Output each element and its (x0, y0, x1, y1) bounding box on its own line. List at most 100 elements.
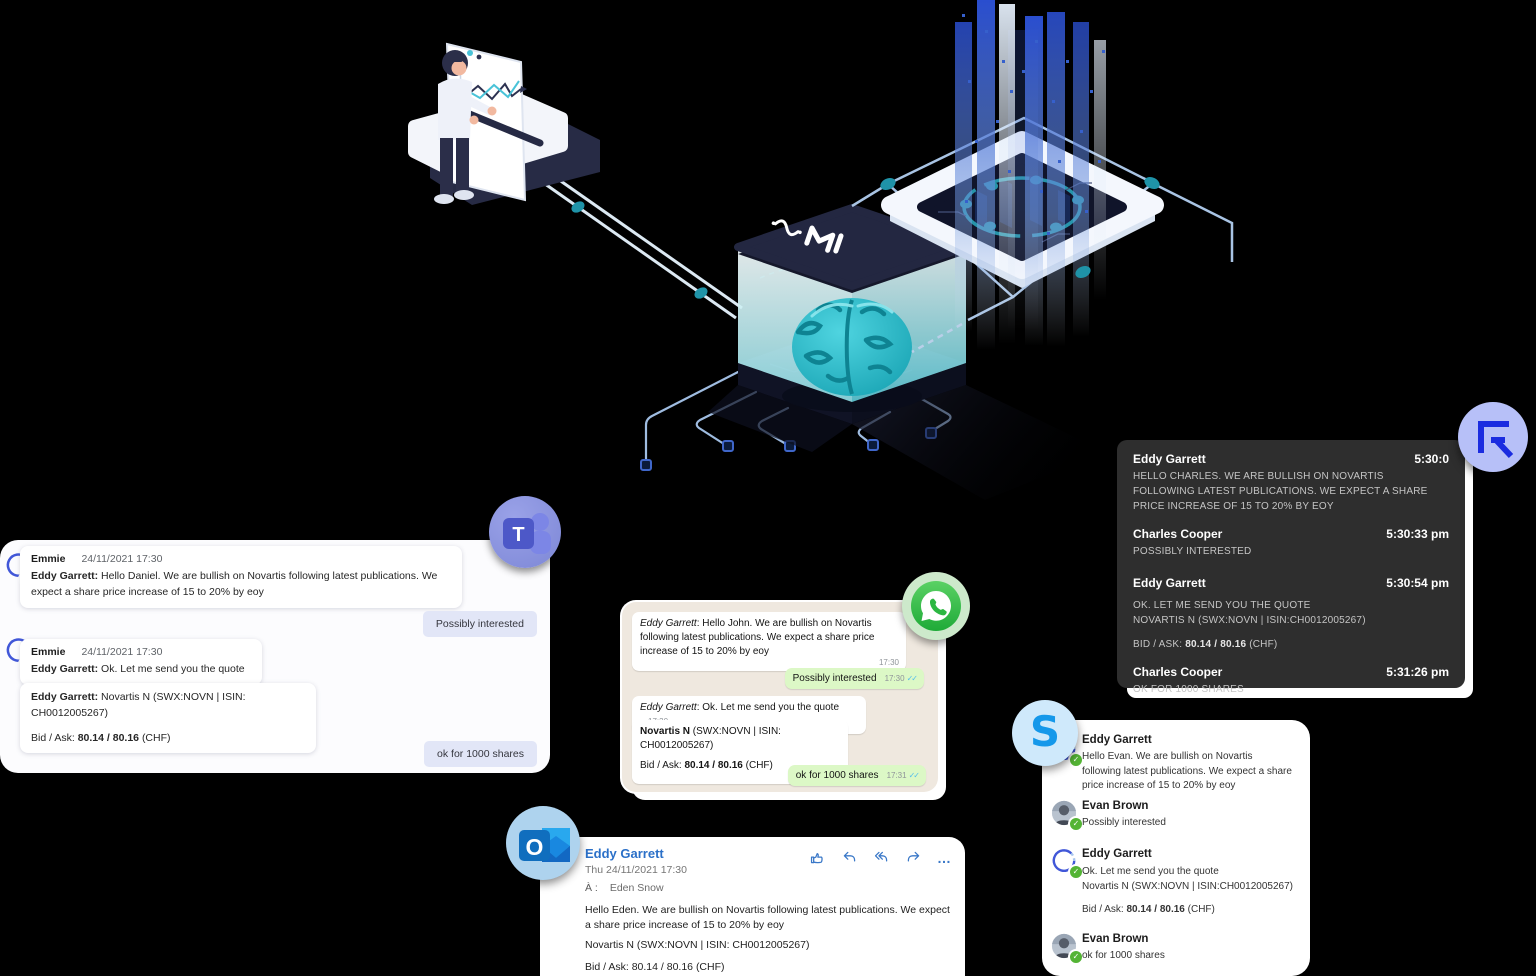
teams-app-icon: T (489, 496, 561, 568)
more-options-icon[interactable]: … (937, 849, 951, 866)
message-text: POSSIBLY INTERESTED (1133, 546, 1252, 557)
teal-node (694, 287, 708, 299)
ai-brain-box (708, 204, 1106, 500)
message-text: Eddy Garrett: Ok. Let me send you the qu… (31, 663, 245, 675)
recipient-line: À :Eden Snow (585, 882, 664, 894)
author-name: Eddy Garrett: (31, 691, 99, 703)
available-status-icon: ✓ (1068, 949, 1084, 965)
author-name: Eddy Garrett: (31, 663, 99, 675)
forward-icon[interactable] (905, 849, 922, 866)
whatsapp-message: Eddy Garrett: Hello John. We are bullish… (632, 612, 906, 671)
message-header: Eddy Garrett 5:30:0 (1133, 452, 1449, 466)
bid-ask-line: Bid / Ask: 80.14 / 80.16 (CHF) (585, 961, 725, 973)
available-status-icon: ✓ (1068, 752, 1084, 768)
bid-ask-value: 80.14 / 80.16 (684, 760, 743, 771)
timestamp: 5:30:0 (1414, 452, 1449, 466)
message-text: HELLO CHARLES. WE ARE BULLISH ON NOVARTI… (1133, 471, 1428, 512)
timestamp: 5:30:54 pm (1386, 576, 1449, 590)
sender-name: Eddy Garrett (1082, 848, 1152, 860)
instrument: Novartis N (SWX:NOVN | ISIN: CH001200526… (585, 939, 810, 951)
sender-name: Evan Brown (1082, 933, 1149, 945)
sender-name: Evan Brown (1082, 800, 1149, 812)
sender-name: Eddy Garrett (1133, 452, 1206, 466)
author-name: Eddy Garrett: (31, 570, 99, 582)
message-text: OK. LET ME SEND YOU THE QUOTE NOVARTIS N… (1133, 598, 1449, 652)
hero-illustration (408, 0, 1234, 500)
read-receipt-icon: ✓✓ (906, 674, 918, 683)
email-body: Hello Eden. We are bullish on Novartis f… (585, 904, 950, 932)
outlook-logo: O (519, 828, 570, 862)
bar-dots (962, 14, 1105, 235)
circuit-platform (851, 0, 1234, 354)
reply-icon[interactable] (841, 849, 858, 866)
message-text: OK FOR 1000 SHARES (1133, 684, 1244, 695)
bid-ask-line: Bid / Ask: 80.14 / 80.16 (CHF) (31, 731, 171, 744)
message-header: Emmie 24/11/2021 17:30 (31, 553, 451, 565)
trading-chat-panel: Eddy Garrett 5:30:0 HELLO CHARLES. WE ARE… (1117, 440, 1465, 695)
reply-bubble: ok for 1000 shares (424, 741, 537, 767)
bid-ask-value: 80.14 / 80.16 (631, 961, 694, 973)
trading-app-icon (1458, 402, 1528, 472)
whatsapp-chat-panel: Eddy Garrett: Hello John. We are bullish… (622, 602, 938, 792)
outlook-app-icon: O (506, 806, 580, 880)
sender-name: Eddy Garrett (1082, 734, 1152, 746)
sender-name: Charles Cooper (1133, 665, 1223, 679)
timestamp: 24/11/2021 17:30 (81, 553, 163, 565)
r-arrow-logo (1478, 421, 1514, 459)
available-status-icon: ✓ (1068, 816, 1084, 832)
timestamp: 17:30 (884, 674, 905, 683)
message-text: Hello Evan. We are bullish on Novartis f… (1082, 751, 1292, 791)
whatsapp-app-icon (902, 572, 970, 640)
read-receipt-icon: ✓✓ (908, 771, 920, 780)
analyst-illustration (408, 42, 600, 205)
whatsapp-logo (911, 581, 961, 631)
data-bars (955, 0, 1106, 350)
instrument: Novartis N (SWX:NOVN | ISIN: CH001200526… (31, 691, 246, 719)
instrument: Novartis N (640, 726, 691, 737)
bid-ask-value: 80.14 / 80.16 (1185, 639, 1247, 650)
m-logo (771, 219, 844, 254)
skype-logo: S (1029, 706, 1061, 756)
sender-name: Charles Cooper (1133, 527, 1223, 541)
quote-card: Eddy Garrett: Novartis N (SWX:NOVN | ISI… (20, 683, 316, 754)
bid-ask-line: Bid / Ask: 80.14 / 80.16 (CHF) (1082, 904, 1215, 915)
whiteboard-chart (465, 50, 527, 101)
teal-node (571, 201, 585, 213)
message-header: Charles Cooper 5:31:26 pm (1133, 665, 1449, 679)
like-icon[interactable] (809, 849, 826, 866)
teams-message: Emmie 24/11/2021 17:30 Eddy Garrett: Hell… (20, 546, 462, 608)
author-name: Eddy Garrett (640, 702, 697, 713)
instrument: NOVARTIS N (SWX:NOVN | ISIN:CH0012005267… (1133, 615, 1366, 626)
timestamp: 5:30:33 pm (1386, 527, 1449, 541)
timestamp: 5:31:26 pm (1386, 665, 1449, 679)
reply-all-icon[interactable] (873, 849, 890, 866)
message-header: Charles Cooper 5:30:33 pm (1133, 527, 1449, 541)
recipient-name: Eden Snow (609, 882, 664, 894)
email-toolbar: … (809, 849, 951, 866)
message-text: Eddy Garrett: Hello Daniel. We are bulli… (31, 570, 438, 598)
teal-node (1075, 265, 1091, 279)
author-name: Eddy Garrett (640, 618, 697, 629)
message-text: ok for 1000 shares (1082, 950, 1165, 961)
teams-logo: T (503, 513, 551, 554)
sender-name: Emmie (31, 646, 66, 658)
sender-name: Eddy Garrett (1133, 576, 1206, 590)
sender-name: Eddy Garrett (585, 846, 664, 861)
timestamp: 17:30 (878, 657, 899, 667)
svg-text:T: T (512, 524, 524, 546)
bid-ask-line: BID / ASK: 80.14 / 80.16 (CHF) (1133, 639, 1278, 650)
teal-node (1144, 176, 1160, 190)
message-header: Eddy Garrett 5:30:54 pm (1133, 576, 1449, 590)
svg-text:O: O (526, 834, 544, 860)
message-text: Possibly interested (1082, 817, 1166, 828)
connector-left-lines (537, 168, 743, 320)
message-text: Ok. Let me send you the quote Novartis N… (1082, 865, 1294, 918)
skype-chat-panel: ✓ Eddy Garrett Hello Evan. We are bullis… (1042, 720, 1310, 976)
sender-name: Emmie (31, 553, 66, 565)
timestamp: 17:31 (886, 771, 907, 780)
person (434, 50, 497, 204)
bid-ask-value: 80.14 / 80.16 (1126, 904, 1185, 915)
